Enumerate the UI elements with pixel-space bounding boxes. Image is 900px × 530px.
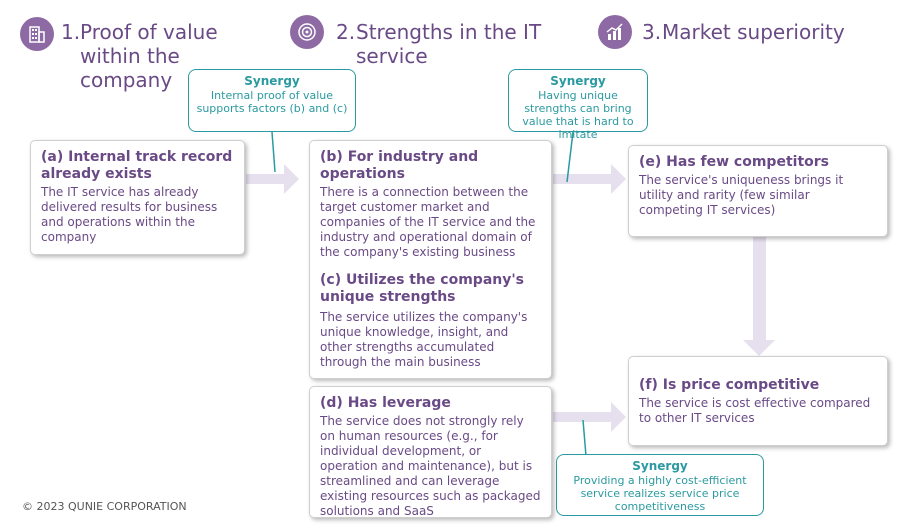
box-a-title: (a) Internal track record already exists (41, 149, 233, 182)
box-e-few-competitors: (e) Has few competitors The service's un… (628, 145, 888, 237)
arrow-e-to-f (743, 237, 775, 356)
box-b-c-strengths: (b) For industry and operations There is… (309, 140, 552, 379)
callout-1-pointer (271, 131, 276, 173)
synergy-callout-2-title: Synergy (550, 74, 606, 88)
header-3-number: 3. (642, 20, 662, 44)
arrow-a-to-b (246, 164, 299, 194)
synergy-callout-1-title: Synergy (244, 74, 300, 88)
bar-chart-icon (598, 15, 632, 49)
synergy-callout-1: Synergy Internal proof of value supports… (188, 69, 356, 132)
box-a-internal-track-record: (a) Internal track record already exists… (30, 140, 245, 255)
synergy-callout-2-body: Having unique strengths can bring value … (522, 89, 634, 141)
arrow-b-to-e (553, 164, 626, 194)
box-d-title: (d) Has leverage (320, 395, 451, 411)
box-b-title: (b) For industry and operations (320, 149, 479, 182)
header-2-number: 2. (336, 20, 356, 44)
header-1-title: Proof of value within the company (80, 20, 218, 92)
synergy-callout-3-body: Providing a highly cost-efficient servic… (573, 474, 747, 513)
box-d-body: The service does not strongly rely on hu… (320, 414, 541, 518)
box-f-price-competitive: (f) Is price competitive The service is … (628, 356, 888, 446)
box-d-has-leverage: (d) Has leverage The service does not st… (309, 386, 552, 518)
synergy-callout-3-title: Synergy (632, 459, 688, 473)
building-icon (20, 17, 54, 51)
box-b-body: There is a connection between the target… (320, 185, 536, 259)
header-3-title: Market superiority (662, 20, 845, 44)
synergy-callout-2: Synergy Having unique strengths can brin… (508, 69, 648, 141)
callout-2-pointer (566, 131, 574, 183)
callout-3-pointer (582, 419, 587, 457)
header-2-title: Strengths in the IT service (356, 20, 542, 68)
arrow-d-to-f (553, 402, 626, 432)
copyright-footer: © 2023 QUNIE CORPORATION (22, 500, 187, 513)
box-c-body: The service utilizes the company's uniqu… (320, 310, 528, 369)
box-a-body: The IT service has already delivered res… (41, 185, 218, 244)
header-1-number: 1. (61, 20, 81, 44)
box-f-body: The service is cost effective compared t… (639, 396, 871, 425)
target-icon (290, 15, 324, 49)
box-e-body: The service's uniqueness brings it utili… (639, 173, 844, 217)
synergy-callout-3: Synergy Providing a highly cost-efficien… (556, 454, 764, 516)
box-f-title: (f) Is price competitive (639, 377, 820, 393)
box-e-title: (e) Has few competitors (639, 154, 829, 170)
synergy-callout-1-body: Internal proof of value supports factors… (196, 89, 348, 115)
box-c-title: (c) Utilizes the company's unique streng… (320, 272, 524, 305)
